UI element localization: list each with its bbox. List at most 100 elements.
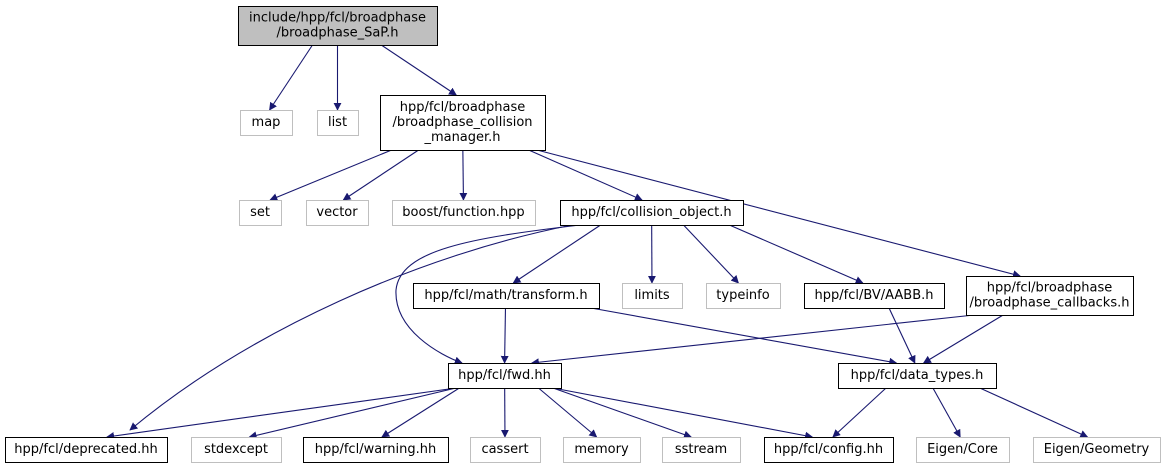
node-label: include/hpp/fcl/broadphase [249,11,426,26]
node-box [563,437,641,463]
node-box [191,437,282,463]
node-label: hpp/fcl/warning.hh [315,442,437,457]
node-box [317,110,359,136]
node-label: hpp/fcl/collision_object.h [571,205,731,220]
node-box [804,283,945,309]
node-fwd[interactable]: hpp/fcl/fwd.hh [448,363,562,389]
node-deprecated[interactable]: hpp/fcl/deprecated.hh [5,437,168,463]
node-label: set [250,205,270,220]
node-list: list [317,110,359,136]
node-label: /broadphase_SaP.h [277,26,399,41]
node-label: hpp/fcl/math/transform.h [424,288,587,303]
node-label: hpp/fcl/config.hh [774,442,883,457]
node-box [303,437,449,463]
node-box [916,437,1010,463]
node-label: hpp/fcl/BV/AABB.h [815,288,934,303]
edge-fwd-to-deprecated [106,387,457,440]
node-label: hpp/fcl/fwd.hh [458,368,551,383]
edge-cm-to-vector [342,149,419,201]
node-label: list [328,115,347,130]
edge-cb-to-fwd [530,314,975,367]
edge-fwd-to-sstream [552,387,692,439]
edge-dt-to-eigengeom [979,387,1089,438]
node-typeinfo: typeinfo [706,283,781,309]
node-boostfn: boost/function.hpp [392,200,536,226]
edge-co-to-fwd [395,224,581,365]
edge-root-to-map [269,44,313,111]
node-box [392,200,536,226]
node-box [448,363,562,389]
node-cb[interactable]: hpp/fcl/broadphase/broadphase_callbacks.… [966,276,1134,316]
edge-fwd-to-memory [538,387,598,438]
node-label: /broadphase_collision [392,115,532,130]
node-label: vector [316,205,358,220]
node-set: set [239,200,282,226]
edge-co-to-typeinfo [683,224,739,284]
node-eigengeom: Eigen/Geometry [1033,437,1161,463]
edge-cm-to-boostfn [459,149,468,201]
node-box [662,437,741,463]
node-eigencore: Eigen/Core [916,437,1010,463]
node-label: map [252,115,281,130]
edge-aabb-to-dt [888,307,916,364]
node-label: limits [634,288,670,303]
edge-cb-to-dt [922,314,1004,364]
edge-co-to-aabb [729,224,864,284]
node-label: sstream [675,442,727,457]
edge-cm-to-cb [536,149,1021,279]
edge-fwd-to-config [552,387,814,440]
node-label: memory [574,442,629,457]
edge-fwd-to-stdexcept [248,387,457,440]
node-config[interactable]: hpp/fcl/config.hh [764,437,894,463]
node-label: typeinfo [716,288,769,303]
node-label: Eigen/Geometry [1044,442,1150,457]
node-box [560,200,744,226]
node-box [306,200,369,226]
edge-transform-to-dt [590,307,898,366]
node-cm[interactable]: hpp/fcl/broadphase/broadphase_collision_… [380,95,546,151]
node-label: cassert [481,442,528,457]
node-box [413,283,600,309]
node-box [238,6,438,46]
node-label: Eigen/Core [927,442,998,457]
node-label: /broadphase_callbacks.h [970,296,1130,311]
node-memory: memory [563,437,641,463]
node-label: hpp/fcl/broadphase [987,281,1113,296]
edge-root-to-cm [380,44,457,96]
node-box [5,437,168,463]
edge-cm-to-set [269,149,392,201]
node-label: hpp/fcl/data_types.h [851,368,984,383]
edge-co-to-deprecated [129,224,573,431]
node-box [706,283,781,309]
node-root[interactable]: include/hpp/fcl/broadphase/broadphase_Sa… [238,6,438,46]
node-box [240,110,293,136]
node-box [966,276,1134,316]
node-label: hpp/fcl/deprecated.hh [14,442,157,457]
node-vector: vector [306,200,369,226]
edge-transform-to-fwd [500,307,509,364]
node-cassert: cassert [470,437,541,463]
node-stdexcept: stdexcept [191,437,282,463]
node-box [470,437,541,463]
node-label: _manager.h [423,130,500,145]
node-map: map [240,110,293,136]
node-sstream: sstream [662,437,741,463]
edge-co-to-transform [512,224,601,284]
node-label: stdexcept [204,442,268,457]
node-dt[interactable]: hpp/fcl/data_types.h [838,363,997,389]
node-warning[interactable]: hpp/fcl/warning.hh [303,437,449,463]
edge-cm-to-co [528,149,643,201]
node-box [764,437,894,463]
node-box [239,200,282,226]
node-box [1033,437,1161,463]
node-label: hpp/fcl/broadphase [400,100,526,115]
node-transform[interactable]: hpp/fcl/math/transform.h [413,283,600,309]
node-limits: limits [622,283,683,309]
node-box [622,283,683,309]
node-box [838,363,997,389]
node-aabb[interactable]: hpp/fcl/BV/AABB.h [804,283,945,309]
node-label: boost/function.hpp [402,205,524,220]
node-co[interactable]: hpp/fcl/collision_object.h [560,200,744,226]
edge-fwd-to-warning [381,387,460,438]
